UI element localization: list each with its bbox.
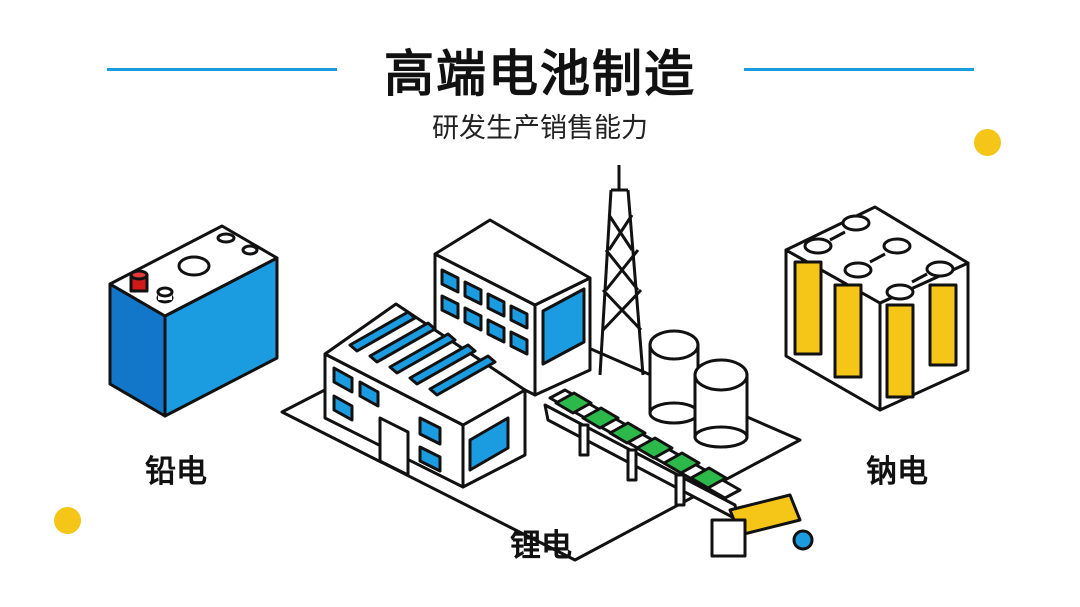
decor-dot-top-right <box>974 129 1001 156</box>
page-subtitle: 研发生产销售能力 <box>432 113 648 144</box>
title-rule-right <box>744 68 974 71</box>
sodium-battery-illustration <box>784 205 970 412</box>
sodium-battery-label: 钠电 <box>866 454 928 490</box>
lead-battery-label: 铅电 <box>145 454 207 490</box>
lithium-battery-label: 锂电 <box>510 528 572 564</box>
lead-battery-illustration <box>108 224 279 418</box>
decor-dot-bottom-left <box>54 507 81 534</box>
lithium-factory-illustration <box>280 165 814 562</box>
page-title: 高端电池制造 <box>384 45 696 103</box>
title-rule-left <box>107 68 337 71</box>
